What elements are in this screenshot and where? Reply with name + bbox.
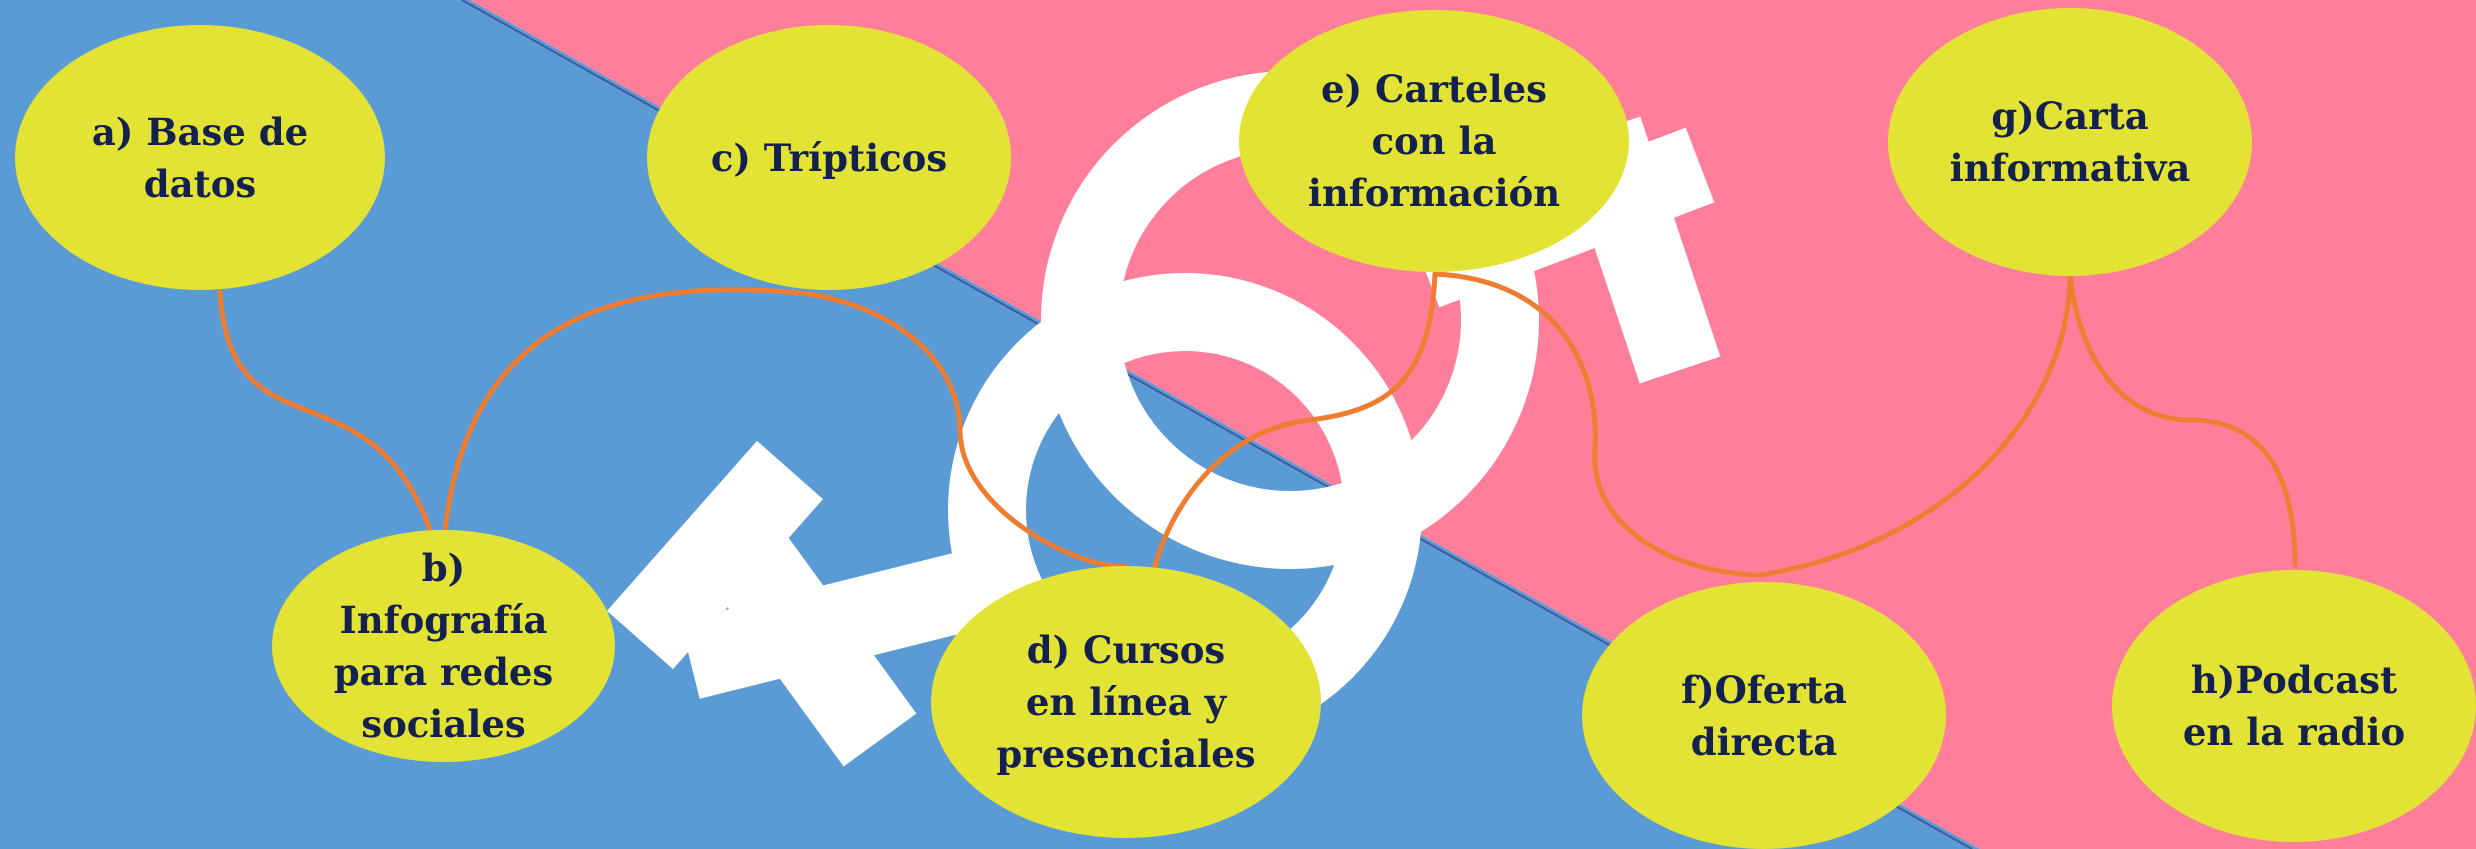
node-b-label: b) Infografía para redes sociales [333, 546, 554, 746]
connectors [217, 271, 2298, 578]
node-a-base-de-datos: a) Base de datos [15, 25, 385, 290]
node-c-tripticos: c) Trípticos [647, 25, 1011, 290]
connector-e-d [1152, 271, 1438, 569]
connector-e-f [1432, 271, 1758, 578]
node-h-podcast: h)Podcast en la radio [2112, 570, 2476, 842]
node-b-infografia: b) Infografía para redes sociales [272, 530, 615, 762]
connector-g-h [2067, 271, 2298, 568]
connector-c-b [442, 287, 793, 533]
connector-a-b [217, 289, 433, 533]
node-e-label: e) Carteles con la información [1307, 67, 1561, 215]
node-g-carta-informativa: g)Carta informativa [1888, 8, 2252, 276]
node-f-oferta-directa: f)Oferta directa [1582, 582, 1946, 849]
node-d-label: d) Cursos en línea y presenciales [996, 628, 1256, 776]
node-g-label: g)Carta informativa [1949, 94, 2191, 190]
connector-c-d [787, 289, 1128, 569]
node-e-carteles: e) Carteles con la información [1239, 10, 1629, 272]
node-d-cursos: d) Cursos en línea y presenciales [931, 566, 1321, 838]
node-h-label: h)Podcast en la radio [2182, 658, 2406, 754]
node-c-label: c) Trípticos [710, 135, 948, 180]
node-a-label: a) Base de datos [91, 109, 309, 206]
node-f-label: f)Oferta directa [1681, 667, 1847, 764]
connector-g-f [1757, 271, 2073, 578]
